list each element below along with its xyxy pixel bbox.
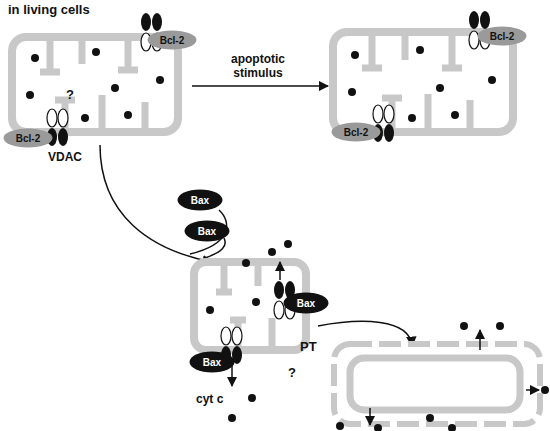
vdac-subunit (58, 109, 68, 127)
mitochondrion-membrane (12, 37, 178, 132)
vdac-subunit (232, 327, 242, 345)
cyt-c-dot (451, 111, 459, 119)
vdac-subunit (469, 31, 479, 49)
ruptured-outer-membrane (334, 344, 540, 424)
mitochondrion-membrane (333, 32, 513, 132)
annotation-label: apoptotic stimulus (222, 52, 294, 80)
vdac-subunit (384, 124, 394, 142)
vdac-subunit (274, 281, 284, 299)
cyt-c-dot (242, 259, 250, 267)
annotation-label: cyt c (196, 392, 236, 406)
cyt-c-dot (426, 414, 434, 422)
cyt-c-dot (228, 414, 236, 422)
protein-name: Bcl-2 (16, 133, 40, 144)
bcl2-protein: Bcl-2 (477, 26, 527, 46)
cyt-c-dot (92, 48, 100, 56)
bcl2-protein: Bcl-2 (3, 128, 53, 148)
protein-ellipse (190, 352, 235, 373)
cyt-c-dot (31, 54, 39, 62)
vdac-subunit (58, 128, 68, 146)
cyt-c-dot (206, 306, 214, 314)
cyt-c-dot (26, 91, 34, 99)
protein-name: Bax (203, 357, 221, 368)
cristae (40, 37, 145, 132)
bax-protein: Bax (283, 292, 329, 314)
cyt-c-dot (448, 424, 456, 431)
cyt-c-dot (348, 88, 356, 96)
release-arrow (231, 366, 233, 386)
vdac-subunit (469, 11, 479, 29)
protein-name: Bax (297, 298, 315, 309)
annotation-label: ? (288, 366, 302, 380)
protein-ellipse (4, 129, 53, 148)
protein-name: Bcl-2 (490, 31, 514, 42)
cyt-c-dot (124, 111, 132, 119)
cyt-c-dot (351, 51, 359, 59)
bax-protein: Bax (184, 220, 230, 242)
cyt-c-dot (488, 76, 496, 84)
release-arrow (526, 389, 539, 391)
cyt-c-dot (436, 84, 444, 92)
cyt-c-dot (408, 114, 416, 122)
bax-protein: Bax (177, 189, 223, 211)
cyt-c-dot (374, 424, 382, 431)
annotation-label: VDAC (48, 150, 98, 164)
cyt-c-dot (81, 114, 89, 122)
bcl2-protein: Bcl-2 (147, 30, 197, 50)
vdac-subunit (274, 301, 284, 319)
release-arrow (369, 408, 371, 425)
cyt-c-dot (460, 322, 468, 330)
vdac-subunit (384, 105, 394, 123)
protein-name: Bax (198, 226, 216, 237)
cristae (216, 262, 272, 350)
protein-ellipse (148, 31, 197, 50)
cyt-c-dot (268, 248, 276, 256)
cyt-c-dot (252, 298, 260, 306)
process-arrow (100, 145, 212, 262)
annotation-label: in living cells (8, 3, 128, 17)
annotation-label: ? (66, 88, 80, 102)
cyt-c-dot (416, 46, 424, 54)
process-arrow (192, 85, 328, 87)
protein-name: Bcl-2 (160, 35, 184, 46)
protein-ellipse (284, 293, 329, 314)
protein-ellipse (478, 27, 527, 46)
vdac-subunit (141, 13, 151, 31)
protein-ellipse (178, 190, 223, 211)
protein-name: Bax (191, 195, 209, 206)
protein-ellipse (332, 123, 381, 142)
cyt-c-dot (111, 84, 119, 92)
cristae (362, 32, 470, 132)
annotation-label: PT (300, 340, 330, 354)
vdac-subunit (480, 11, 490, 29)
vdac-subunit (47, 109, 57, 127)
cyt-c-dot (248, 394, 256, 402)
vdac-subunit (221, 327, 231, 345)
bcl2-protein: Bcl-2 (331, 122, 381, 142)
cyt-c-dot (156, 76, 164, 84)
cyt-c-dot (541, 386, 549, 394)
protein-ellipse (185, 221, 230, 242)
vdac-subunit (152, 13, 162, 31)
inner-membrane (350, 358, 520, 410)
release-arrow (479, 330, 481, 350)
cyt-c-dot (284, 240, 292, 248)
release-arrow (279, 262, 281, 280)
bax-protein: Bax (189, 351, 235, 373)
vdac-subunit (373, 105, 383, 123)
cyt-c-dot (336, 422, 344, 430)
cyt-c-dot (496, 322, 504, 330)
protein-name: Bcl-2 (344, 127, 368, 138)
